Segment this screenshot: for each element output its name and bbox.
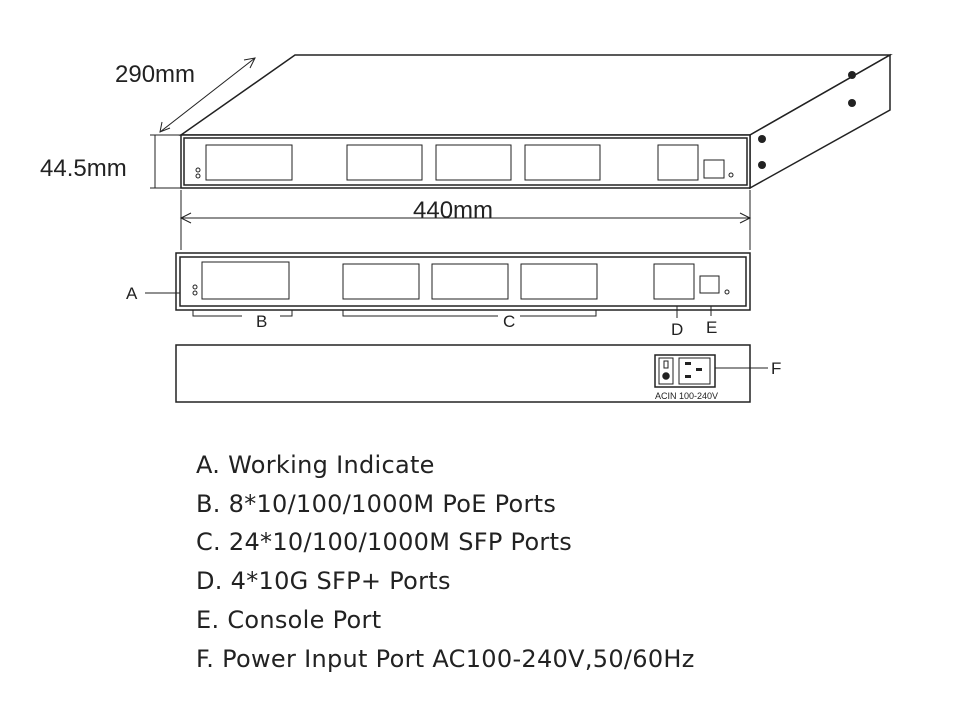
depth-dimension: 290mm (115, 61, 195, 88)
sfp-plus-ports-block (653, 263, 695, 300)
callout-b: B (256, 312, 267, 331)
front-port-blocks (195, 144, 734, 181)
sfp-ports-block-1 (342, 263, 420, 300)
power-label: ACIN 100-240V (655, 391, 718, 401)
working-indicator (192, 284, 198, 290)
front-panel (175, 252, 751, 311)
callout-a: A (126, 284, 138, 303)
legend-item: B. 8*10/100/1000M PoE Ports (196, 489, 557, 518)
legend-item: C. 24*10/100/1000M SFP Ports (196, 528, 573, 557)
callout-f: F (771, 359, 781, 378)
device-front-face (180, 134, 751, 189)
legend-list: A. Working Indicate B. 8*10/100/1000M Po… (196, 446, 695, 678)
legend-item: E. Console Port (196, 605, 382, 634)
mounting-holes (758, 71, 856, 169)
console-port (699, 275, 720, 294)
power-socket (678, 357, 711, 385)
width-dimension: 440mm (413, 197, 493, 224)
sfp-ports-block-3 (520, 263, 598, 300)
rear-panel (175, 344, 751, 403)
height-dimension: 44.5mm (40, 155, 127, 182)
callout-c: C (503, 312, 515, 331)
dimension-lines (150, 57, 752, 250)
legend-item: A. Working Indicate (196, 451, 435, 479)
callout-d: D (671, 320, 683, 339)
poe-ports-block (201, 261, 290, 300)
power-switch (658, 357, 674, 385)
legend-item: D. 4*10G SFP+ Ports (196, 567, 451, 596)
legend-item: F. Power Input Port AC100-240V,50/60Hz (196, 644, 695, 673)
sfp-ports-block-2 (431, 263, 509, 300)
power-module (654, 354, 716, 388)
front-panel-ports (145, 261, 730, 318)
callout-e: E (706, 318, 717, 337)
